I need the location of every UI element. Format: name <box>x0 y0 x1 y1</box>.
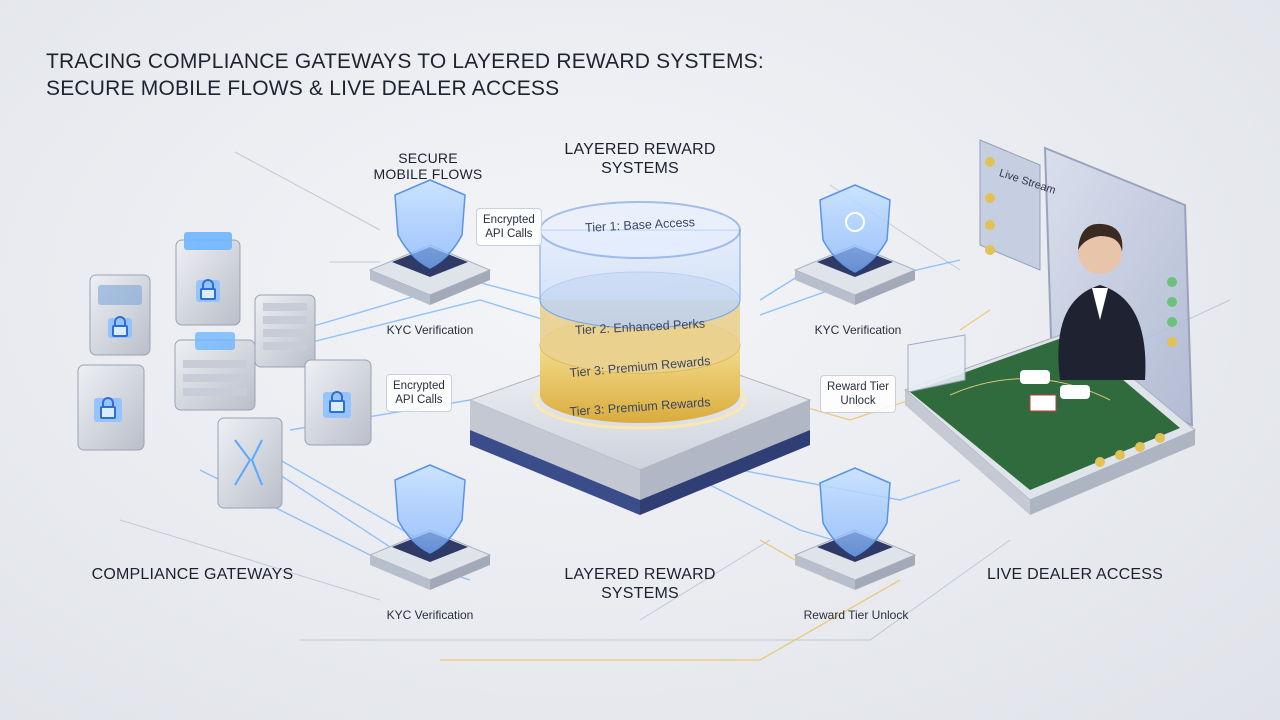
server-7 <box>217 417 283 509</box>
lock-icon <box>100 397 116 419</box>
shield-node-bottom-right <box>793 467 917 590</box>
server-cluster <box>77 232 372 509</box>
label-live-dealer-access: LIVE DEALER ACCESS <box>986 566 1164 583</box>
label-secure-line-2: MOBILE FLOWS <box>373 166 483 182</box>
chip-text: API Calls <box>395 394 443 406</box>
chip-encrypted-api-calls-top: Encrypted API Calls <box>476 208 542 246</box>
kyc-verification-top-left: KYC Verification <box>386 323 474 337</box>
dealer-figure <box>1020 223 1146 412</box>
background-connector-lines <box>119 151 1231 641</box>
label-layered-reward-top: LAYERED REWARD SYSTEMS <box>560 140 720 178</box>
layered-reward-cylinder <box>533 201 747 430</box>
phone-device <box>979 139 1194 427</box>
chip-text: Unlock <box>840 395 876 407</box>
label-layered-bottom-line-1: LAYERED REWARD <box>564 566 716 583</box>
title-line-1: TRACING COMPLIANCE GATEWAYS TO LAYERED R… <box>46 50 764 73</box>
lock-icon <box>329 391 345 413</box>
label-compliance-gateways: COMPLIANCE GATEWAYS <box>91 566 294 583</box>
chip-encrypted-api-calls-mid: Encrypted API Calls <box>386 374 452 412</box>
title-line-2: SECURE MOBILE FLOWS & LIVE DEALER ACCESS <box>46 77 560 100</box>
chip-text: Encrypted <box>393 380 445 392</box>
dealer-stream-panel <box>907 334 966 393</box>
server-4 <box>174 332 256 411</box>
chip-text: Reward Tier <box>827 381 889 393</box>
shield-node-top-left <box>368 179 492 305</box>
lock-icons <box>100 279 345 419</box>
server-1 <box>89 274 151 356</box>
label-secure-mobile-flows: SECURE MOBILE FLOWS <box>368 150 488 182</box>
label-layered-top-line-2: SYSTEMS <box>601 160 679 177</box>
chip-text: API Calls <box>485 228 533 240</box>
chip-text: Encrypted <box>483 214 535 226</box>
label-layered-reward-bottom: LAYERED REWARD SYSTEMS <box>560 565 720 603</box>
label-layered-top-line-1: LAYERED REWARD <box>564 141 716 158</box>
server-2 <box>175 232 241 326</box>
kyc-verification-top-right: KYC Verification <box>814 323 902 337</box>
lock-icon <box>200 279 216 300</box>
server-3 <box>254 294 316 368</box>
phone-side-buttons <box>1167 277 1177 347</box>
lock-icon <box>112 316 128 337</box>
label-layered-bottom-line-2: SYSTEMS <box>601 585 679 602</box>
shield-node-top-right <box>793 184 917 305</box>
reward-tier-unlock-bottom-right: Reward Tier Unlock <box>803 608 909 622</box>
shield-node-bottom-left <box>368 464 492 590</box>
kyc-verification-bottom-left: KYC Verification <box>386 608 474 622</box>
label-secure-line-1: SECURE <box>398 150 458 166</box>
page-title: TRACING COMPLIANCE GATEWAYS TO LAYERED R… <box>46 48 764 102</box>
chip-reward-tier-unlock-mid: Reward Tier Unlock <box>820 375 896 413</box>
